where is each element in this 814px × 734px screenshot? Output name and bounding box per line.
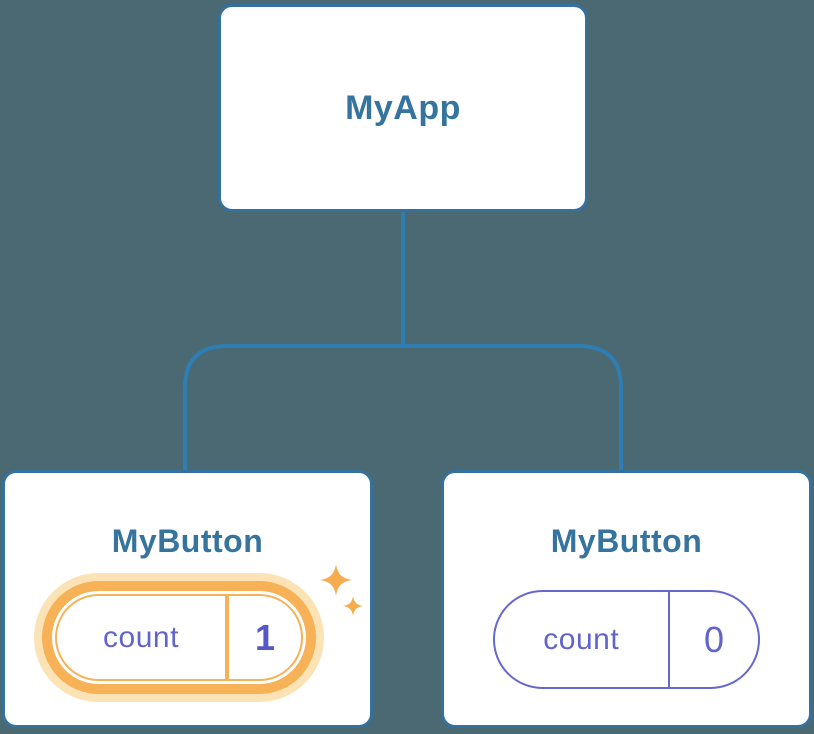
pill-divider <box>225 596 229 679</box>
state-name-label: count <box>103 620 179 654</box>
state-name-cell: count <box>57 596 225 679</box>
component-node-mybutton-left: MyButton count 1 <box>2 470 373 728</box>
sparkle-large-icon <box>320 564 352 596</box>
sparkle-small-icon <box>343 596 363 616</box>
state-pill-highlight-glow: count 1 <box>34 573 324 702</box>
pill-divider <box>667 592 670 687</box>
state-value-cell: 0 <box>670 592 758 687</box>
node-title: MyButton <box>550 523 703 559</box>
state-pill-highlight-ring: count 1 <box>42 581 316 694</box>
node-title: MyButton <box>111 523 264 559</box>
state-pill: count 0 <box>493 590 760 689</box>
state-name-cell: count <box>495 592 668 687</box>
state-value: 1 <box>254 616 276 658</box>
node-title: MyApp <box>345 88 461 127</box>
state-name-label: count <box>543 622 620 656</box>
component-node-mybutton-right: MyButton count 0 <box>441 470 812 728</box>
state-pill: count 1 <box>55 594 303 681</box>
state-value: 0 <box>703 618 725 660</box>
state-value-cell: 1 <box>229 596 301 679</box>
component-node-myapp: MyApp <box>218 4 588 212</box>
